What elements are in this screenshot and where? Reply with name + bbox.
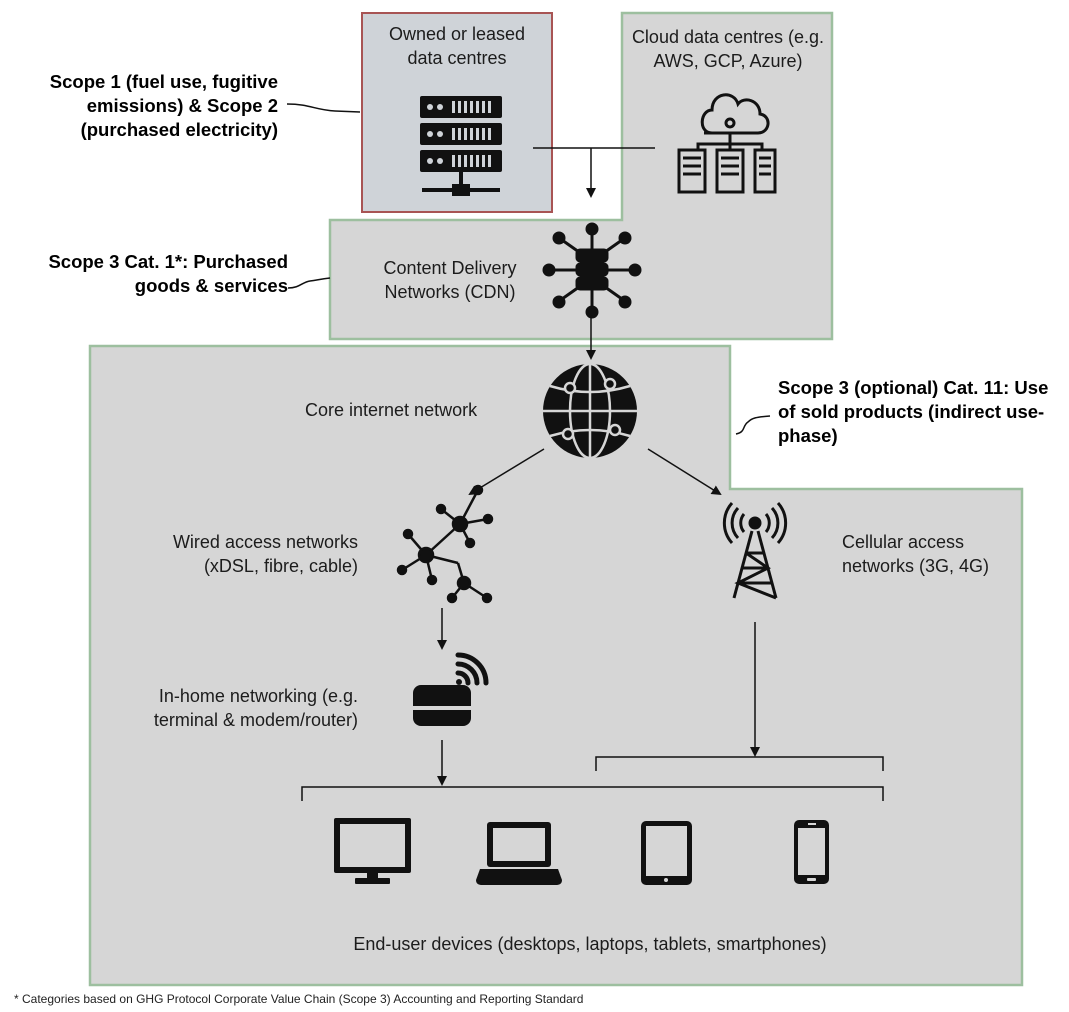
inhome-networking-label: In-home networking (e.g. terminal & mode… xyxy=(153,686,358,730)
cellular-access-label: Cellular access networks (3G, 4G) xyxy=(842,532,990,576)
cloud-servers-icon xyxy=(677,93,777,194)
laptop-icon xyxy=(476,822,562,885)
scope12-label: Scope 1 (fuel use, fugitive emissions) &… xyxy=(49,71,278,140)
router-wifi-icon xyxy=(413,652,489,726)
use-phase-region xyxy=(88,344,1024,987)
cloud-datacentre-label: Cloud data centres (e.g. AWS, GCP, Azure… xyxy=(631,27,825,71)
footnote: * Categories based on GHG Protocol Corpo… xyxy=(14,992,584,1006)
tablet-icon xyxy=(641,821,692,885)
smartphone-icon xyxy=(794,820,829,884)
end-user-devices-label: End-user devices (desktops, laptops, tab… xyxy=(353,934,827,954)
cell-tower-icon xyxy=(722,502,788,600)
scope3-cat11-label: Scope 3 (optional) Cat. 11: Use of sold … xyxy=(778,377,1049,446)
owned-datacentre-label: Owned or leased data centres xyxy=(388,24,526,68)
server-rack-icon xyxy=(420,96,502,196)
cdn-label: Content Delivery Networks (CDN) xyxy=(383,258,517,302)
cdn-hub-icon xyxy=(542,222,642,319)
core-network-label: Core internet network xyxy=(305,400,478,420)
connectors xyxy=(286,103,884,801)
cloud-region xyxy=(328,11,834,341)
wired-access-label: Wired access networks (xDSL, fibre, cabl… xyxy=(172,532,358,576)
monitor-icon xyxy=(334,818,411,884)
scope3-cat1-label: Scope 3 Cat. 1*: Purchased goods & servi… xyxy=(48,251,288,296)
globe-icon xyxy=(543,362,637,460)
network-nodes-icon xyxy=(396,484,494,604)
